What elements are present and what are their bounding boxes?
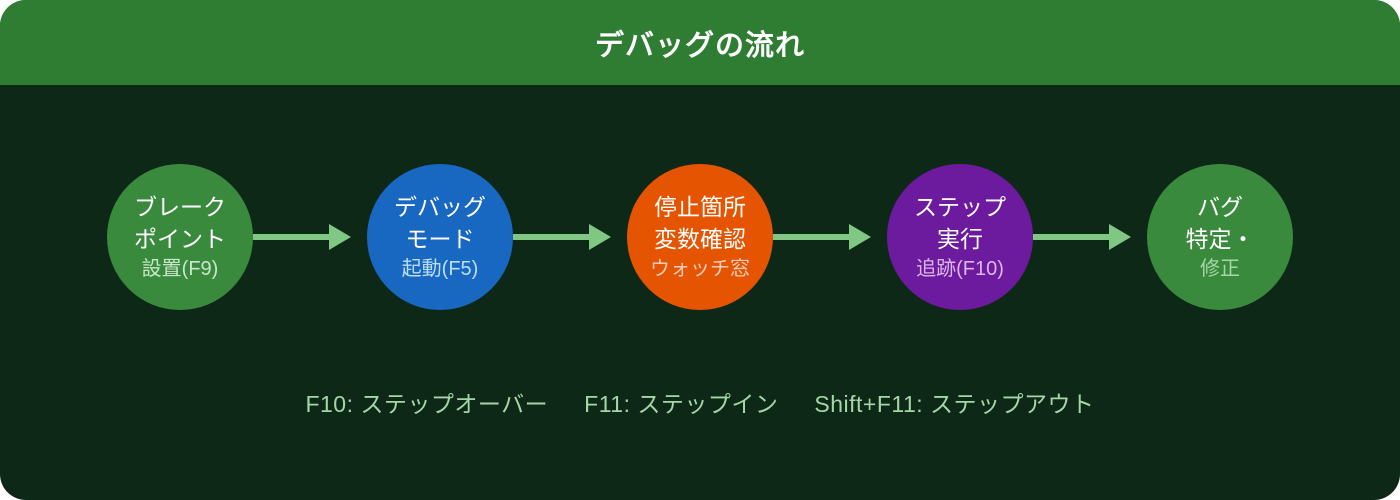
step-step-execution: ステップ 実行 追跡(F10): [887, 164, 1033, 310]
step-debug-mode: デバッグ モード 起動(F5): [367, 164, 513, 310]
flow-arrow-icon: [1033, 224, 1147, 250]
step-label: ポイント: [134, 225, 226, 252]
arrow-head: [589, 224, 611, 250]
shortcut-legend: F10: ステップオーバー F11: ステップイン Shift+F11: ステッ…: [0, 385, 1400, 419]
step-sublabel: ウォッチ窓: [650, 257, 750, 280]
arrow-head: [1109, 224, 1131, 250]
flow-arrow-icon: [773, 224, 887, 250]
arrow-shaft: [1033, 234, 1109, 240]
flow-diagram: ブレーク ポイント 設置(F9) デバッグ モード 起動(F5) 停止箇所 変数…: [0, 164, 1400, 310]
step-sublabel: 起動(F5): [401, 257, 479, 280]
step-label: 変数確認: [654, 225, 746, 252]
arrow-head: [849, 224, 871, 250]
step-inspect-variables: 停止箇所 変数確認 ウォッチ窓: [627, 164, 773, 310]
legend-item-step-out: Shift+F11: ステップアウト: [814, 391, 1095, 417]
step-label: 実行: [937, 225, 983, 252]
step-sublabel: 修正: [1200, 257, 1240, 280]
step-label: ステップ: [914, 193, 1006, 220]
arrow-shaft: [253, 234, 329, 240]
step-label: 停止箇所: [654, 193, 746, 220]
step-label: モード: [405, 225, 475, 252]
step-sublabel: 追跡(F10): [916, 257, 1004, 280]
legend-item-step-in: F11: ステップイン: [584, 391, 779, 417]
step-fix-bug: バグ 特定・ 修正: [1147, 164, 1293, 310]
step-label: バグ: [1197, 193, 1243, 220]
arrow-head: [329, 224, 351, 250]
page-title: デバッグの流れ: [594, 29, 805, 62]
arrow-shaft: [773, 234, 849, 240]
legend-item-step-over: F10: ステップオーバー: [305, 391, 549, 417]
title-bar: デバッグの流れ: [0, 0, 1400, 85]
step-sublabel: 設置(F9): [141, 257, 219, 280]
step-breakpoint: ブレーク ポイント 設置(F9): [107, 164, 253, 310]
step-label: ブレーク: [134, 193, 226, 220]
flow-arrow-icon: [513, 224, 627, 250]
arrow-shaft: [513, 234, 589, 240]
step-label: 特定・: [1185, 225, 1255, 252]
step-label: デバッグ: [394, 193, 486, 220]
flow-arrow-icon: [253, 224, 367, 250]
